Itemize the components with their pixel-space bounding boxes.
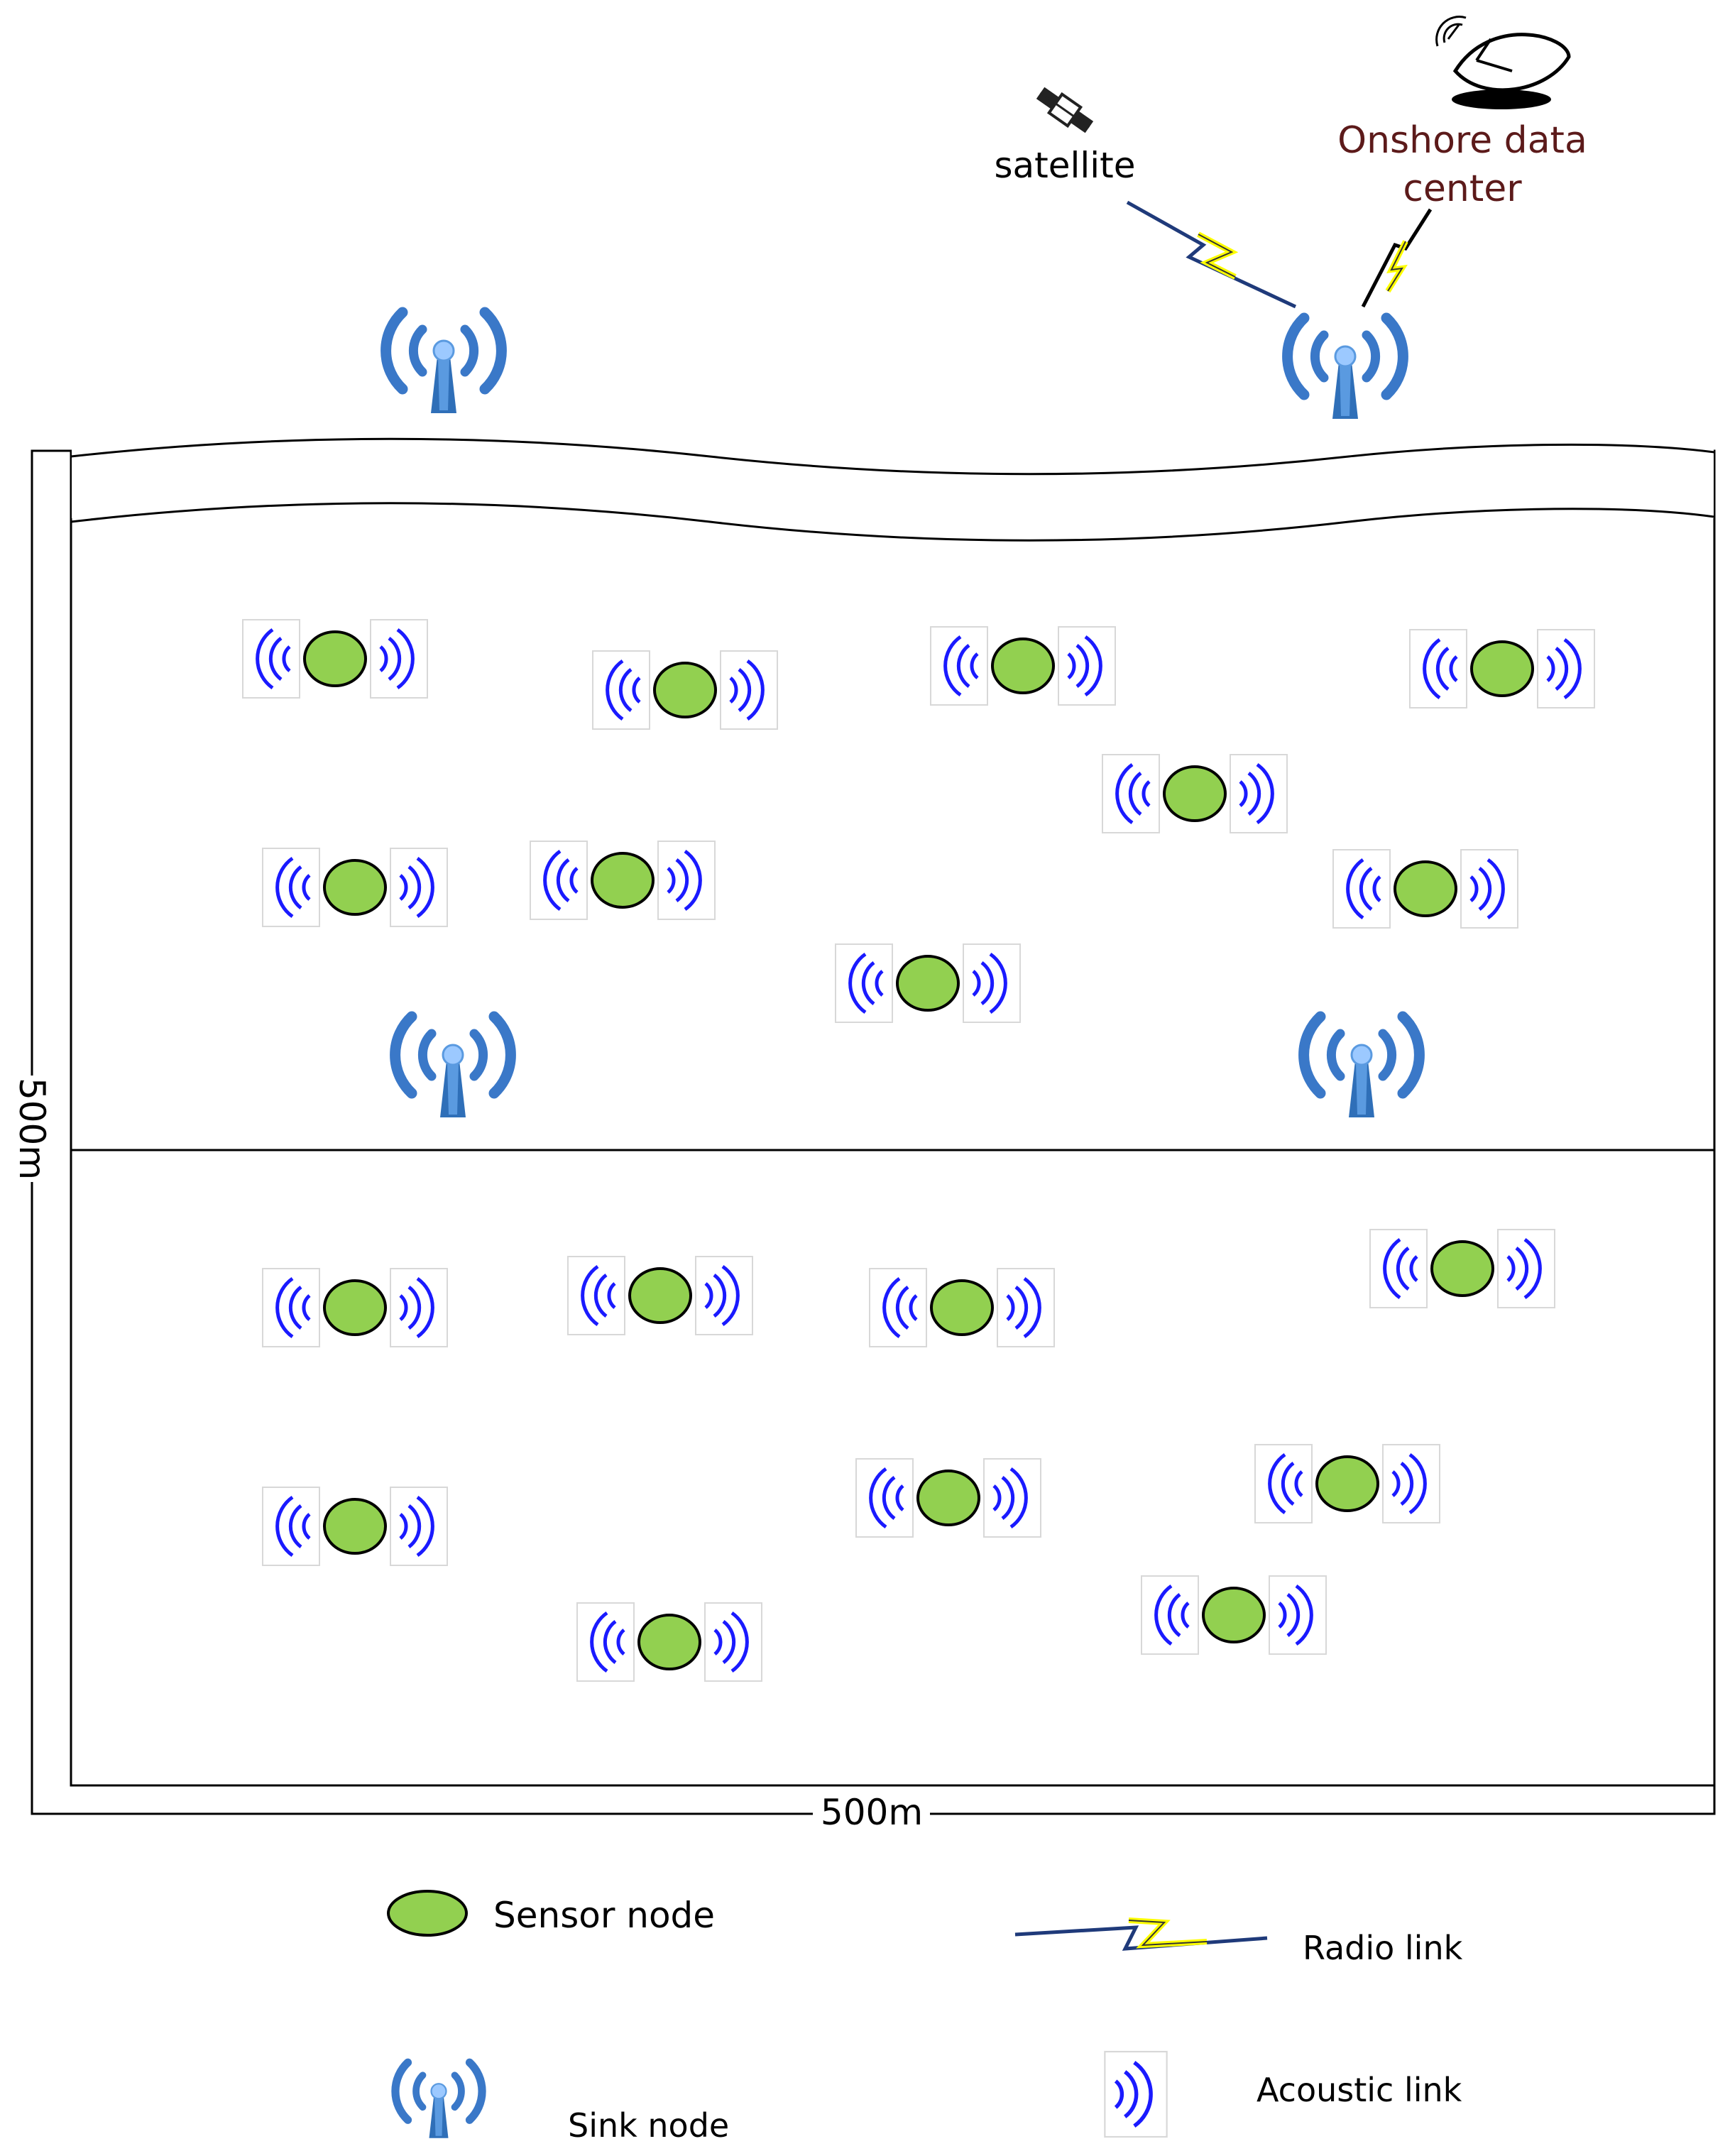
sensor-node-icon: [628, 1267, 692, 1324]
acoustic-wave-left-icon: [931, 627, 987, 705]
acoustic-wave-right-icon: [390, 1487, 447, 1565]
acoustic-wave-left-icon: [856, 1459, 913, 1537]
acoustic-wave-left-icon: [263, 848, 319, 926]
legend-acoustic-link-label: Acoustic link: [1257, 2071, 1462, 2109]
mid-sink-node-1: [395, 1017, 511, 1117]
sensor-node-icon: [1202, 1587, 1266, 1643]
upper-sensor-node-6: [263, 848, 447, 926]
legend-sink-node-label: Sink node: [568, 2106, 729, 2145]
radio-link-satellite: [1126, 200, 1297, 309]
legend: Sensor node Sink node Radio link Acousti…: [387, 1890, 1463, 2145]
upper-sensor-node-1: [243, 620, 427, 698]
lower-sensor-node-6: [856, 1459, 1041, 1537]
surface-sink-node-2: [1288, 318, 1403, 419]
acoustic-wave-right-icon: [1383, 1445, 1440, 1523]
sensor-node-icon: [1163, 765, 1227, 822]
acoustic-wave-right-icon: [984, 1459, 1041, 1537]
lower-sensor-node-3: [870, 1269, 1054, 1347]
sensor-node-icon: [1430, 1240, 1494, 1297]
upper-sensor-node-2: [593, 651, 777, 729]
lower-sensor-node-4: [1370, 1230, 1555, 1308]
acoustic-wave-right-icon: [997, 1269, 1054, 1347]
acoustic-wave-left-icon: [1142, 1576, 1198, 1654]
acoustic-wave-left-icon: [1333, 850, 1390, 928]
sensor-node-icon: [303, 630, 367, 687]
lower-sensor-node-1: [263, 1269, 447, 1347]
onshore-label-line2: center: [1403, 168, 1522, 210]
acoustic-wave-left-icon: [1370, 1230, 1427, 1308]
upper-sensor-node-3: [931, 627, 1115, 705]
acoustic-wave-right-icon: [1461, 850, 1518, 928]
sensor-node-icon: [916, 1470, 980, 1526]
acoustic-wave-left-icon: [836, 944, 892, 1022]
onshore-label-line1: Onshore data: [1337, 119, 1587, 162]
sensor-node-icon: [591, 852, 655, 909]
legend-acoustic-link-icon: [1105, 2052, 1166, 2137]
acoustic-wave-right-icon: [963, 944, 1020, 1022]
lower-sensor-node-2: [568, 1257, 752, 1335]
sensor-node-icon: [323, 859, 387, 916]
acoustic-wave-right-icon: [721, 651, 777, 729]
legend-radio-link-label: Radio link: [1303, 1929, 1463, 1967]
acoustic-wave-right-icon: [1230, 755, 1287, 833]
acoustic-wave-left-icon: [1255, 1445, 1312, 1523]
acoustic-wave-left-icon: [593, 651, 650, 729]
acoustic-wave-right-icon: [1269, 1576, 1326, 1654]
upper-sensor-node-7: [530, 841, 715, 919]
acoustic-wave-left-icon: [530, 841, 587, 919]
lower-sensor-node-8: [577, 1603, 762, 1681]
sensor-node-icon: [323, 1279, 387, 1336]
acoustic-wave-left-icon: [1410, 630, 1467, 708]
satellite-icon: [1036, 87, 1094, 133]
legend-sensor-node-icon: [387, 1890, 468, 1937]
legend-sink-node-icon: [395, 2062, 482, 2138]
sensor-node-icon: [1394, 860, 1457, 917]
depth-dimension-label: 500m: [11, 1078, 53, 1180]
acoustic-wave-left-icon: [577, 1603, 634, 1681]
width-dimension-label: 500m: [821, 1792, 923, 1833]
acoustic-wave-left-icon: [568, 1257, 625, 1335]
lower-sensor-node-7: [1255, 1445, 1440, 1523]
sensor-node-icon: [1470, 640, 1534, 697]
acoustic-wave-right-icon: [390, 1269, 447, 1347]
acoustic-wave-left-icon: [870, 1269, 926, 1347]
sensor-group-lower: [263, 1230, 1555, 1681]
sensor-node-icon: [930, 1279, 994, 1336]
acoustic-wave-left-icon: [243, 620, 300, 698]
satellite-dish-icon: [1435, 16, 1571, 109]
acoustic-wave-right-icon: [705, 1603, 762, 1681]
radio-link-onshore: [1361, 208, 1433, 308]
sensor-node-icon: [1315, 1455, 1379, 1512]
acoustic-wave-right-icon: [390, 848, 447, 926]
legend-radio-link-icon: [1014, 1917, 1268, 1951]
satellite-label: satellite: [994, 145, 1135, 186]
mid-sink-node-2: [1304, 1017, 1420, 1117]
acoustic-wave-right-icon: [371, 620, 427, 698]
legend-sensor-node-label: Sensor node: [493, 1895, 715, 1936]
sensor-node-icon: [323, 1498, 387, 1555]
sensor-node-icon: [896, 955, 960, 1012]
lower-sensor-node-5: [263, 1487, 447, 1565]
acoustic-wave-right-icon: [696, 1257, 752, 1335]
acoustic-wave-right-icon: [658, 841, 715, 919]
acoustic-wave-right-icon: [1058, 627, 1115, 705]
sea-surface: [70, 426, 1715, 542]
acoustic-wave-left-icon: [263, 1487, 319, 1565]
acoustic-wave-left-icon: [1102, 755, 1159, 833]
lower-sensor-node-9: [1142, 1576, 1326, 1654]
upper-sensor-node-8: [1333, 850, 1518, 928]
sensor-node-icon: [637, 1614, 701, 1670]
sensor-node-icon: [653, 662, 717, 718]
sensor-node-icon: [991, 638, 1055, 694]
sensor-group-upper: [243, 620, 1594, 1022]
upper-sensor-node-9: [836, 944, 1020, 1022]
surface-sink-node-1: [386, 312, 502, 413]
acoustic-wave-right-icon: [1538, 630, 1594, 708]
acoustic-wave-right-icon: [1498, 1230, 1555, 1308]
upper-sensor-node-5: [1102, 755, 1287, 833]
acoustic-wave-left-icon: [263, 1269, 319, 1347]
upper-sensor-node-4: [1410, 630, 1594, 708]
